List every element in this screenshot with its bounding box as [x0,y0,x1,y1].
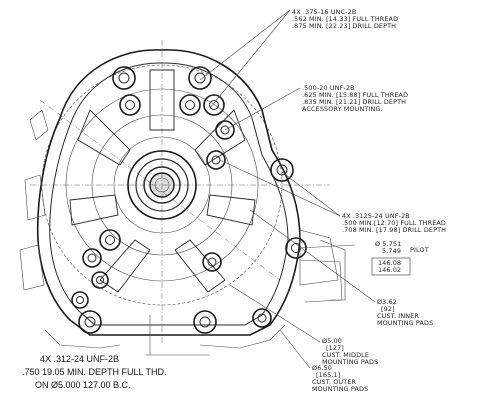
callout-line: Ø5.00 [322,337,342,345]
mounting-bosses [71,66,307,334]
callout-line: .500 MIN.[12.70] FULL THREAD [342,219,446,227]
center-lines [30,40,330,345]
housing-outline [19,49,346,349]
callout-bolt-3125: 4X .3125-24 UNF-2B .500 MIN.[12.70] FULL… [342,212,446,234]
pilot-metric-lower: 146.02 [378,266,401,274]
crank-boss [127,150,197,220]
boss-far-left [82,248,102,268]
callout-middle-pads: Ø5.00 [127] CUST. MIDDLE MOUNTING PADS [322,337,378,366]
callout-line: .625 MIN. [15.88] FULL THREAD [302,91,408,99]
leader-lines [145,9,376,369]
boss-right-upper [206,150,226,170]
callout-line: [92] [381,305,395,313]
callout-line: MOUNTING PADS [322,358,378,366]
boss-right-low [202,252,222,272]
ribs [69,69,256,293]
pilot-dia-upper: Ø 5.751 [375,240,401,248]
callout-line: CUST. MIDDLE [322,351,369,359]
boss-lower-left [71,291,89,309]
boss-bottom-left [78,310,102,334]
callout-line: Ø6.50 [312,364,332,372]
boss-left-low [91,271,109,289]
boss-left-upper [119,94,141,116]
bolt-circles [41,64,283,306]
boss-bottom-right [252,308,272,328]
callout-line: .708 MIN. [17.98] DRILL DEPTH [342,226,446,234]
callout-line: Ø3.62 [377,298,397,306]
callout-outer-pads: Ø6.50 [165.1] CUST. OUTER MOUNTING PADS [312,364,368,393]
boss-top-left [112,66,136,90]
callout-line: MOUNTING PADS [312,385,368,393]
callout-line: ON Ø5.000 127.00 B.C. [35,380,131,390]
callout-line: .875 MIN. [22.23] DRILL DEPTH [292,22,396,30]
boss-upper-right [203,94,225,116]
callout-pilot: Ø 5.751 5.749 PILOT 146.08 146.02 [371,240,429,276]
callout-line: .750 19.05 MIN. DEPTH FULL THD. [22,367,167,377]
boss-top-right [188,66,212,90]
callout-line: 4X .312-24 UNF-2B [40,354,119,364]
callout-line: [165.1] [316,371,340,379]
callout-line: [127] [326,344,344,352]
callout-line: .835 MIN. [21.21] DRILL DEPTH [302,98,406,106]
pilot-dia-lower: 5.749 [382,247,401,255]
callout-line: 4X .3125-24 UNF-2B [342,212,410,220]
callout-line: CUST. OUTER [312,378,357,386]
callout-line: CUST. INNER [377,312,419,320]
callout-line: MOUNTING PADS [377,319,433,327]
boss-right-mid [215,120,235,140]
callout-bolt-312: 4X .312-24 UNF-2B .750 19.05 MIN. DEPTH … [22,354,167,390]
callout-line: .500-20 UNF-2B [302,84,355,92]
callout-line: ACCESSORY MOUNTING. [302,105,383,113]
boss-far-right [270,158,294,182]
boss-left-mid [99,229,121,251]
pilot-label: PILOT [410,246,429,254]
boss-upper-left [179,94,201,116]
callout-bolt-500: .500-20 UNF-2B .625 MIN. [15.88] FULL TH… [302,84,408,113]
pilot-metric-upper: 146.08 [378,259,401,267]
callout-line: 4X .375-16 UNC-2B [292,8,356,16]
callout-line: .562 MIN. [14.33] FULL THREAD [292,15,398,23]
callout-bolt-375: 4X .375-16 UNC-2B .562 MIN. [14.33] FULL… [292,8,398,30]
callout-inner-pads: Ø3.62 [92] CUST. INNER MOUNTING PADS [377,298,433,327]
boss-bottom-center [193,310,217,334]
